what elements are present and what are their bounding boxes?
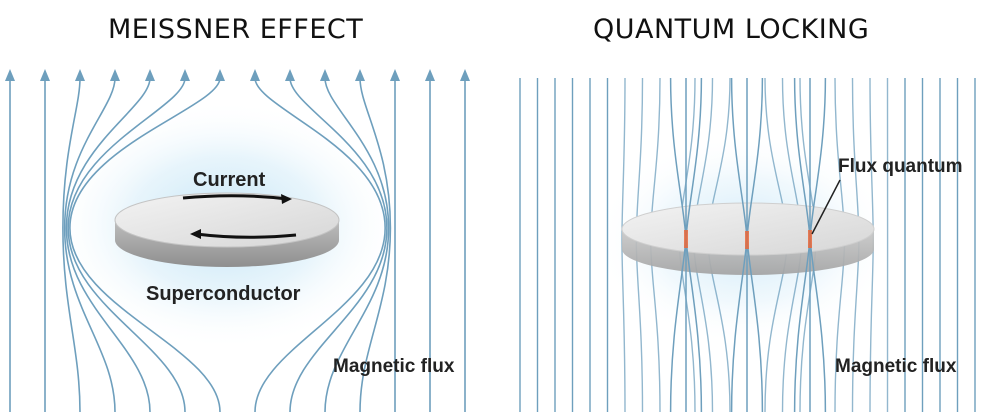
current-arrow-bottom-icon	[190, 229, 297, 239]
field-line	[67, 77, 186, 413]
field-arrow-icon	[250, 69, 260, 81]
field-arrow-icon	[180, 69, 190, 81]
field-arrow-icon	[390, 69, 400, 81]
field-line	[65, 77, 151, 413]
field-arrow-icon	[320, 69, 330, 81]
field-line	[621, 77, 626, 413]
superconductor-disc	[114, 192, 340, 267]
field-line	[289, 77, 388, 413]
field-arrow-icon	[5, 69, 15, 81]
flux-pin-markers	[684, 230, 812, 249]
flux-quantum-label: Flux quantum	[838, 156, 963, 177]
meissner-effect-title: MEISSNER EFFECT	[108, 14, 364, 45]
quantum-locking-title: QUANTUM LOCKING	[593, 14, 870, 45]
field-arrow-icon	[40, 69, 50, 81]
field-line	[254, 77, 386, 413]
field-arrow-icon	[145, 69, 155, 81]
field-line	[324, 77, 390, 413]
field-arrow-icon	[285, 69, 295, 81]
current-label: Current	[193, 169, 266, 191]
magnetic-flux-label-right: Magnetic flux	[835, 356, 957, 377]
magnetic-flux-label-left: Magnetic flux	[333, 356, 455, 377]
field-line	[69, 77, 221, 413]
field-line	[63, 77, 116, 413]
field-arrow-icon	[75, 69, 85, 81]
field-lines-meissner	[5, 69, 470, 413]
meissner-effect-panel: Current Superconductor Magnetic flux	[5, 69, 470, 413]
field-arrow-icon	[425, 69, 435, 81]
quantum-locking-panel: Flux quantum Magnetic flux	[519, 77, 976, 413]
field-arrow-icon	[355, 69, 365, 81]
field-arrow-icon	[110, 69, 120, 81]
field-line	[359, 77, 392, 413]
field-line	[62, 77, 81, 413]
field-arrow-icon	[460, 69, 470, 81]
field-lines-quantum-locking	[519, 77, 976, 413]
flux-quantum-pointer	[811, 179, 841, 235]
superconductor-label: Superconductor	[146, 283, 301, 305]
current-arrow-top-icon	[182, 194, 292, 204]
field-arrow-icon	[215, 69, 225, 81]
